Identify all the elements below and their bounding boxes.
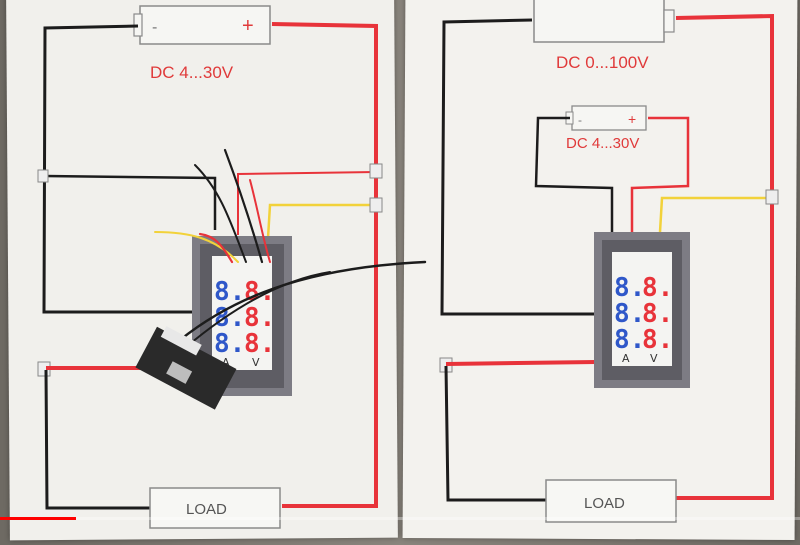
right-black-wire-bottom [444, 365, 546, 502]
right-supply-main-label: DC 0...100V [556, 53, 649, 72]
right-meter-red-digit-3: 8. [642, 325, 673, 355]
left-shunt-connector [135, 326, 237, 410]
left-battery: - + [133, 5, 271, 45]
left-meter-red-digit-3: 8. [244, 329, 275, 359]
right-aux-battery-plus: + [628, 111, 636, 127]
video-progress-track[interactable] [0, 517, 800, 520]
right-aux-battery: - + [565, 105, 647, 131]
right-aux-battery-minus: - [578, 113, 582, 127]
left-connector-1 [369, 163, 383, 179]
right-black-wire-main [440, 18, 596, 316]
right-meter-red-digit-1: 8. [642, 273, 673, 303]
video-progress-bar[interactable] [0, 515, 800, 521]
left-supply-label: DC 4...30V [150, 63, 234, 82]
right-load-label: LOAD [584, 495, 625, 512]
left-meter-blue-digit-3: 8. [214, 329, 245, 359]
left-loose-wires [154, 148, 427, 349]
left-load-box: LOAD [149, 487, 281, 529]
left-black-wire-bottom [44, 369, 150, 510]
right-supply-aux-label: DC 4...30V [566, 135, 639, 152]
right-meter-unit-amp: A [622, 352, 630, 365]
right-yellow-wire [658, 196, 772, 233]
right-red-wire-bottom [445, 360, 597, 366]
right-meter-unit-volt: V [650, 352, 658, 365]
left-yellow-wire [266, 203, 376, 239]
right-connector-1 [765, 189, 779, 205]
left-meter-red-digit-2: 8. [244, 303, 275, 333]
left-battery-minus: - [152, 19, 157, 36]
left-battery-plus: + [242, 15, 254, 37]
right-black-wire-aux [534, 116, 614, 232]
right-meter-red-digit-2: 8. [642, 299, 673, 329]
right-load-box: LOAD [545, 479, 677, 523]
right-meter-blue-digit-1: 8. [614, 273, 645, 303]
right-red-wire-main [675, 13, 774, 500]
video-progress-fill [0, 517, 76, 520]
left-load-label: LOAD [186, 501, 227, 518]
right-red-wire-aux [630, 116, 690, 232]
left-meter-unit-volt: V [252, 356, 260, 369]
left-meter-unit-amp: A [222, 356, 230, 369]
left-connector-2 [369, 197, 383, 213]
right-main-battery [533, 0, 675, 43]
left-black-wire-branch [44, 174, 217, 230]
left-connector-3 [37, 169, 49, 183]
left-red-wire-thin [237, 171, 377, 235]
right-meter-blue-digit-3: 8. [614, 325, 645, 355]
right-meter-blue-digit-2: 8. [614, 299, 645, 329]
right-meter: 8. 8. 8. 8. 8. 8. V A [594, 232, 690, 388]
